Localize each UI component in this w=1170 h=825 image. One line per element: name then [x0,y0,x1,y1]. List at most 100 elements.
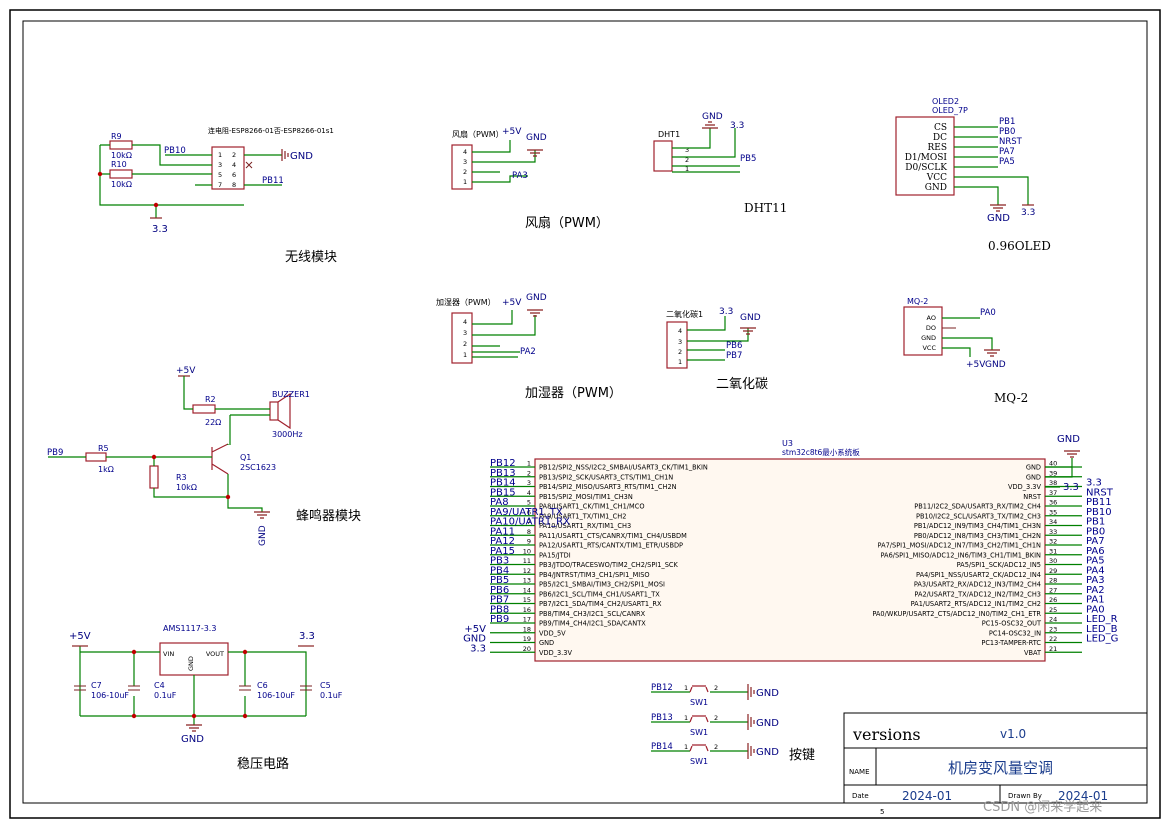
mcu-right-net-label: NRST [1086,487,1114,498]
key-3-net: PB14 [651,742,673,752]
esp8266-body [211,146,245,190]
v33-label: 3.3 [152,224,168,235]
oled-gnd: GND [987,213,1010,224]
mcu-left-pin-name: VDD_5V [539,629,566,637]
version-value: v1.0 [1000,727,1026,741]
mcu-left-pin-name: PA11/USART1_CTS/CANRX/TIM1_CH4/USBDM [539,532,687,540]
mcu-3v3: 3.3 [1063,482,1079,493]
mcu-right-pin-name: GND [1026,473,1041,481]
mcu-left-pin-name: PA15/JTDI [539,551,571,559]
mcu-left-pin-number: 3 [527,479,531,487]
mcu-right-net-label: PA6 [1086,546,1105,557]
key-3: PB14 1 2 SW1 GND [651,742,779,766]
mcu-right-net-label: PA2 [1086,585,1105,596]
dht-ref: DHT1 [658,130,680,139]
co2-3v3: 3.3 [719,307,733,317]
dht-net: PB5 [740,154,756,164]
buzzer-net: PB9 [47,448,63,458]
mcu-left-pin-number: 12 [523,567,531,575]
drawn-label: Drawn By [1008,792,1042,800]
mcu-right-net-label: PA5 [1086,556,1105,567]
key-1-net: PB12 [651,683,673,693]
mcu-right-net-label: LED_G [1086,634,1118,645]
mcu-left-pin-name: PA10/USART1_RX/TIM1_CH3 [539,522,631,530]
c7-ref: C7 [91,681,102,690]
key-2-pin2: 2 [714,714,718,722]
mcu-right-pin-number: 37 [1049,489,1057,497]
net-pb10: PB10 [164,146,186,156]
mcu-right-pin-name: PA2/USART2_TX/ADC12_IN2/TIM2_CH3 [914,590,1041,598]
co2-pin-2: 2 [678,348,682,356]
q1-ref: Q1 [240,453,251,462]
mcu-left-pin-name: PB15/SPI2_MOSI/TIM1_CH3N [539,493,633,501]
q1-symbol [211,443,229,475]
mcu-right-pin-name: NRST [1023,493,1042,501]
mcu-right-pin-number: 30 [1049,557,1057,565]
mcu-right-pin-number: 38 [1049,479,1057,487]
buzzer-horn [277,392,291,430]
mcu-right-pin-number: 25 [1049,606,1057,614]
c4-value: 0.1uF [154,691,177,700]
mcu-left-net-label: PB7 [490,595,509,606]
oled-pin-vcc: VCC [926,173,947,183]
esp-pin-5: 5 [218,171,222,179]
hum-pin-4: 4 [463,318,467,326]
key-1-gnd: GND [756,688,779,699]
buzzer-body [269,401,279,421]
oled-pin-gnd: GND [925,183,947,193]
r9-body [109,140,133,150]
gnd-label: GND [290,151,313,162]
mcu-left-net-label: PA10/UATR1_RX [490,517,570,528]
mcu-right-net-label: PB10 [1086,507,1112,518]
fan-5v: +5V [502,127,522,137]
q1-part: 2SC1623 [240,463,276,472]
esp-pin-6: 6 [232,171,236,179]
mcu-right-net-label: LED_R [1086,614,1118,625]
gnd-symbol [281,149,289,161]
mcu-right-pin-number: 21 [1049,645,1057,653]
mcu-ref: U3 [782,439,793,448]
co2-gnd: GND [740,313,761,323]
humidifier-module: 加湿器（PWM） 4 3 2 1 +5V GND PA2 加湿器（PWM） [436,293,622,401]
buzzer-wires-bottom [48,444,263,512]
mcu-right-pin-number: 40 [1049,460,1057,468]
oled-module: OLED2 OLED_7P CS DC RES D1/MOSI D0/SCLK … [895,97,1051,253]
mcu-left-pin-name: PB14/SPI2_MISO/USART3_RTS/TIM1_CH2N [539,483,677,491]
co2-net-pb7: PB7 [726,351,742,361]
hum-5v: +5V [502,298,522,308]
watermark: CSDN @闲来学起来 [983,799,1102,815]
mcu-right-net-label: PA3 [1086,575,1105,586]
drawn-value: 2024-01 [1058,789,1108,803]
buzzer-wires-top [183,376,270,445]
mcu-right-pin-name: PA6/SPI1_MISO/ADC12_IN6/TIM3_CH1/TIM1_BK… [881,551,1042,559]
mcu-right-pin-name: GND [1026,464,1041,472]
mcu-right-pin-number: 35 [1049,508,1057,516]
mcu-left-pin-name: PB12/SPI2_NSS/I2C2_SMBAI/USART3_CK/TIM1_… [539,464,708,472]
junction [191,713,197,719]
mcu-right-pin-number: 32 [1049,538,1057,546]
mcu-left-pin-number: 8 [527,528,531,536]
mcu-left-pin-number: 10 [523,547,531,555]
buzzer-ref: BUZZER1 [272,390,310,399]
r2-body [192,404,216,414]
reg-title: 稳压电路 [237,756,289,772]
hum-pin-3: 3 [463,329,467,337]
mcu-right-pin-number: 22 [1049,635,1057,643]
mq-pin-do: DO [926,324,936,332]
esp-pin-3: 3 [218,161,222,169]
key-2: PB13 1 2 SW1 GND [651,713,779,737]
oled-title: 0.96OLED [988,239,1051,253]
oled-gnd-symbol [990,204,1006,212]
fan-gnd: GND [526,133,547,143]
date-value: 2024-01 [902,789,952,803]
r5-body [85,452,107,462]
mcu-left-pin-number: 19 [523,635,531,643]
mq-gnd: GND [985,360,1006,370]
keys-module: PB12 1 2 SW1 GND PB13 1 2 SW1 GND PB14 1… [651,683,815,766]
mcu-left-net-label: PB15 [490,487,516,498]
hum-net: PA2 [520,347,536,357]
junction [131,713,137,719]
r2-value: 22Ω [205,418,221,427]
mcu-left-net-label: PB12 [490,458,516,469]
mcu-left-pin-number: 14 [523,586,531,594]
